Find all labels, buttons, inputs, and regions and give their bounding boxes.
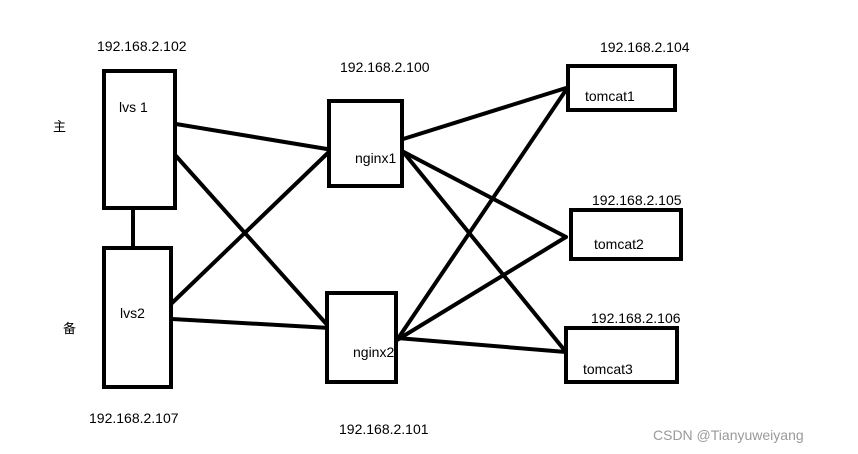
nginx1-box	[327, 99, 404, 188]
lvs2-label: lvs2	[120, 305, 145, 321]
link-nginx1-tomcat1	[398, 86, 568, 142]
tomcat3-ip: 192.168.2.106	[591, 310, 681, 326]
lvs2-ip: 192.168.2.107	[89, 410, 179, 426]
nginx1-label: nginx1	[355, 150, 396, 166]
tomcat1-label: tomcat1	[585, 88, 635, 104]
link-nginx2-tomcat1	[395, 88, 568, 342]
node-lvs2: lvs2 192.168.2.107 备	[63, 246, 179, 426]
lvs1-label: lvs 1	[119, 99, 148, 115]
tomcat3-box	[564, 326, 679, 384]
link-lvs2-nginx1	[170, 146, 335, 305]
lvs1-ip: 192.168.2.102	[97, 38, 187, 54]
link-lvs1-nginx1	[174, 122, 335, 152]
node-nginx2: nginx2 192.168.2.101	[325, 291, 429, 437]
nginx2-ip: 192.168.2.101	[339, 421, 429, 437]
lvs1-role: 主	[53, 120, 66, 135]
link-nginx2-tomcat3	[395, 336, 568, 354]
node-tomcat3: tomcat3 192.168.2.106	[564, 310, 681, 384]
link-nginx1-tomcat3	[398, 146, 568, 354]
watermark: CSDN @Tianyuweiyang	[653, 427, 804, 443]
nginx2-box	[325, 291, 398, 384]
lvs1-box	[102, 69, 177, 210]
links	[131, 86, 568, 354]
tomcat2-ip: 192.168.2.105	[592, 192, 682, 208]
link-nginx1-tomcat2	[398, 148, 568, 239]
tomcat1-box	[566, 64, 677, 112]
nginx1-ip: 192.168.2.100	[340, 59, 430, 75]
link-lvs1-nginx2	[174, 154, 332, 330]
node-tomcat1: tomcat1 192.168.2.104	[566, 39, 690, 112]
tomcat2-box	[569, 208, 683, 261]
tomcat3-label: tomcat3	[583, 361, 633, 377]
tomcat2-label: tomcat2	[594, 236, 644, 252]
node-nginx1: nginx1 192.168.2.100	[327, 59, 430, 188]
nginx2-label: nginx2	[353, 344, 394, 360]
link-nginx2-tomcat2	[395, 235, 568, 342]
lvs2-role: 备	[63, 321, 76, 337]
node-tomcat2: tomcat2 192.168.2.105	[569, 192, 683, 261]
link-lvs2-nginx2	[170, 317, 332, 330]
lvs2-box	[102, 246, 173, 389]
node-lvs1: lvs 1 192.168.2.102 主	[53, 38, 187, 210]
tomcat1-ip: 192.168.2.104	[600, 39, 690, 55]
